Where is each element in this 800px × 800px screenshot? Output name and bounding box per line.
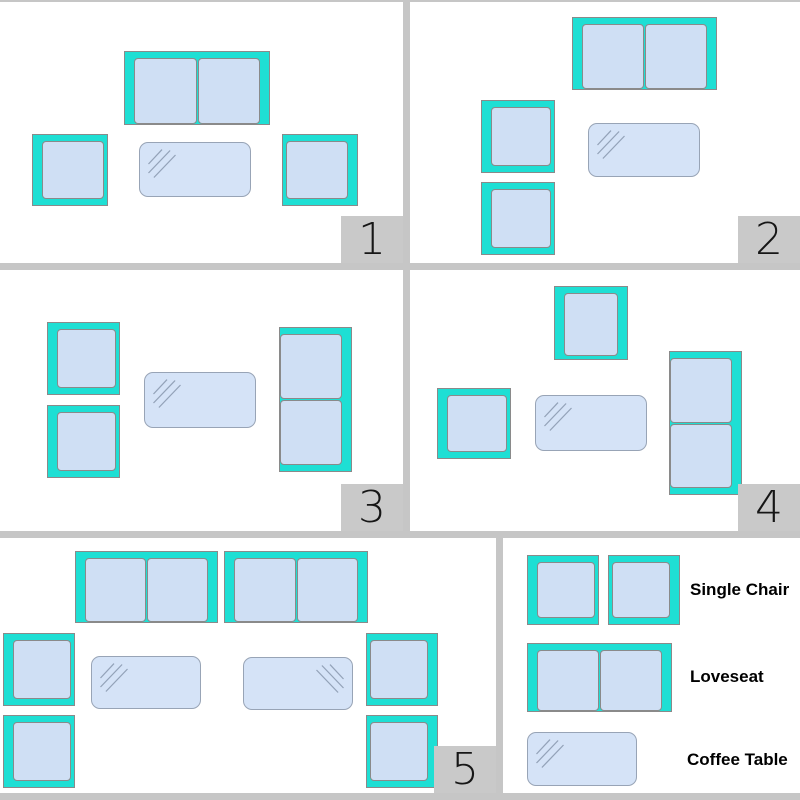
- seat-cushion: [670, 358, 732, 423]
- layout-4-items: [410, 270, 800, 531]
- coffee-table: [144, 372, 256, 428]
- seat-cushion: [286, 141, 348, 199]
- seat-cushion: [491, 189, 551, 248]
- seat-cushion: [537, 562, 595, 618]
- coffee-table: [527, 732, 637, 786]
- layout-panel-1: 1: [0, 2, 403, 263]
- coffee-table: [588, 123, 700, 177]
- seat-cushion: [491, 107, 551, 166]
- panel-number-badge: 1: [341, 216, 403, 263]
- layout-panel-3: 3: [0, 270, 403, 531]
- coffee-table: [91, 656, 201, 709]
- legend-items: [503, 538, 800, 793]
- loveseat: [669, 351, 742, 495]
- seat-cushion: [85, 558, 146, 622]
- layout-2-items: [410, 2, 800, 263]
- layout-3-items: [0, 270, 403, 531]
- single-chair: [437, 388, 511, 459]
- layout-panel-4: 4: [410, 270, 800, 531]
- single-chair: [554, 286, 628, 360]
- glass-shine-icon: [597, 130, 625, 159]
- loveseat: [527, 643, 672, 712]
- glass-shine-icon: [148, 149, 176, 178]
- loveseat: [75, 551, 218, 623]
- panel-number: 2: [755, 213, 783, 265]
- loveseat: [224, 551, 368, 623]
- legend-panel: Single Chair Loveseat Coffee Table: [503, 538, 800, 793]
- legend-label-loveseat: Loveseat: [690, 667, 764, 686]
- panel-number: 5: [451, 743, 479, 795]
- single-chair: [47, 322, 120, 395]
- single-chair: [366, 715, 438, 788]
- seat-cushion: [57, 329, 116, 388]
- seat-cushion: [296, 558, 358, 622]
- single-chair: [32, 134, 108, 206]
- legend-label-single-chair: Single Chair: [690, 580, 790, 599]
- glass-shine-icon: [153, 379, 181, 408]
- panel-number: 3: [358, 481, 386, 533]
- single-chair: [481, 182, 555, 255]
- loveseat: [124, 51, 270, 125]
- glass-shine-icon: [536, 739, 564, 768]
- legend-label-coffee-table: Coffee Table: [687, 750, 788, 769]
- seat-cushion: [280, 400, 342, 465]
- single-chair: [47, 405, 120, 478]
- single-chair: [3, 633, 75, 706]
- seat-cushion: [134, 58, 197, 124]
- seat-cushion: [612, 562, 670, 618]
- panel-number: 4: [755, 481, 783, 533]
- seat-cushion: [670, 423, 732, 488]
- glass-shine-icon: [100, 663, 128, 692]
- seat-cushion: [13, 722, 71, 781]
- seat-cushion: [582, 24, 644, 89]
- panel-number-badge: 4: [738, 484, 800, 531]
- panel-number-badge: 2: [738, 216, 800, 263]
- seat-cushion: [42, 141, 104, 199]
- seat-cushion: [197, 58, 260, 124]
- panel-number-badge: 3: [341, 484, 403, 531]
- seat-cushion: [370, 640, 428, 699]
- layout-panel-5: 5: [0, 538, 496, 793]
- seat-cushion: [600, 650, 662, 711]
- seat-cushion: [13, 640, 71, 699]
- seat-cushion: [370, 722, 428, 781]
- seat-cushion: [147, 558, 208, 622]
- single-chair: [282, 134, 358, 206]
- panel-number: 1: [358, 213, 386, 265]
- coffee-table: [139, 142, 251, 197]
- seat-cushion: [57, 412, 116, 471]
- seat-cushion: [234, 558, 296, 622]
- panel-number-badge: 5: [434, 746, 496, 793]
- coffee-table: [535, 395, 647, 451]
- loveseat: [279, 327, 352, 472]
- glass-shine-icon: [316, 664, 344, 693]
- seat-cushion: [537, 650, 599, 711]
- layout-panel-2: 2: [410, 2, 800, 263]
- seat-cushion: [280, 334, 342, 399]
- single-chair: [608, 555, 680, 625]
- single-chair: [366, 633, 438, 706]
- glass-shine-icon: [544, 402, 572, 431]
- single-chair: [527, 555, 599, 625]
- seat-cushion: [447, 395, 507, 452]
- coffee-table: [243, 657, 353, 710]
- layout-1-items: [0, 2, 403, 263]
- single-chair: [481, 100, 555, 173]
- layout-5-items: [0, 538, 496, 793]
- seat-cushion: [645, 24, 707, 89]
- seat-cushion: [564, 293, 618, 356]
- single-chair: [3, 715, 75, 788]
- loveseat: [572, 17, 717, 90]
